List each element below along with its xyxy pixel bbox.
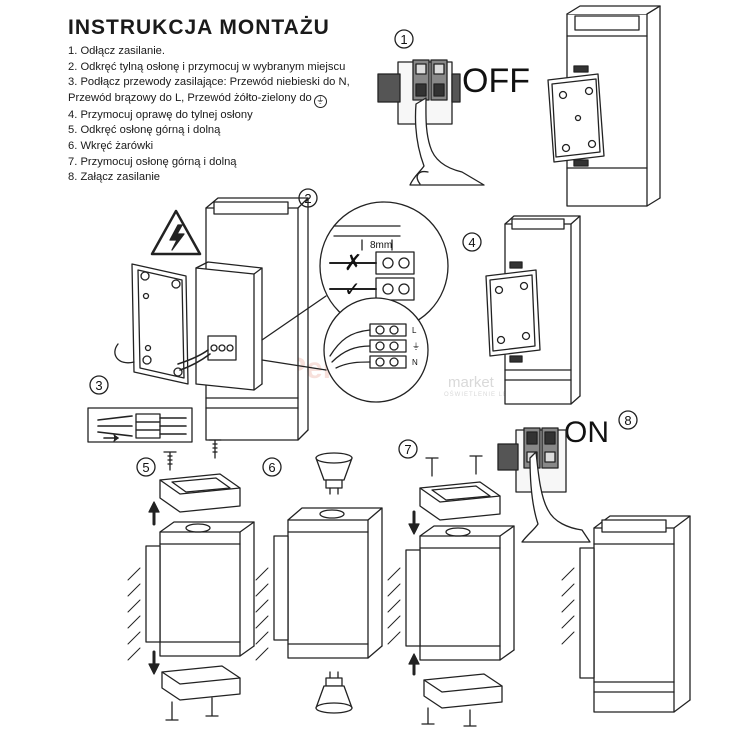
terminal-n-label: N [412, 358, 418, 367]
figure-4: 4 [462, 215, 581, 405]
figure-number-4: 4 [468, 235, 475, 250]
gu10-bulb-icon [315, 452, 353, 495]
terminal-detail: L ⏚ N [323, 297, 429, 403]
figure-1: 1 OFF [377, 5, 661, 207]
back-plate-fig1 [547, 65, 605, 167]
step-3-continued: Przewód brązowy do L, Przewód żółto-ziel… [68, 91, 350, 108]
arrow-down-icon [408, 510, 420, 535]
figure-number-5: 5 [142, 460, 149, 475]
arrow-up-icon [148, 501, 160, 526]
figure-5: 5 [127, 439, 255, 721]
figure-number-3: 3 [95, 378, 102, 393]
step-5: 5. Odkręć osłonę górną i dolną [68, 124, 221, 137]
watermark-brand-suffix: market [448, 374, 494, 391]
page-title: INSTRUKCJA MONTAŻU [68, 16, 330, 39]
figure-3: 3 [87, 375, 193, 443]
hand-icon [409, 97, 485, 186]
instruction-steps: 1. Odłącz zasilanie. 2. Odkręć tylną osł… [68, 44, 350, 186]
ground-symbol-icon: ⏚ [412, 342, 420, 351]
figure-number-6: 6 [268, 460, 275, 475]
back-plate-fig2 [114, 263, 189, 385]
step-4: 4. Przymocuj oprawę do tylnej osłony [68, 108, 253, 121]
figure-7: 7 [387, 439, 515, 727]
figure-number-8: 8 [624, 413, 631, 428]
gu10-bulb-icon [315, 671, 353, 714]
hand-icon [521, 451, 591, 543]
step-8: 8. Załącz zasilanie [68, 171, 161, 184]
step-3-continued-text: Przewód brązowy do L, Przewód żółto-ziel… [68, 91, 312, 104]
figure-number-7: 7 [404, 442, 411, 457]
high-voltage-warning-icon [150, 209, 202, 256]
ground-symbol-icon: ⏚ [313, 94, 327, 108]
lamp-body-fig2 [177, 197, 309, 441]
figure-2: 2 [114, 188, 318, 441]
wire-strip-detail: 8mm ✗ ✓ [319, 201, 449, 331]
terminal-l-label: L [412, 326, 417, 335]
step-3: 3. Podłącz przewody zasilające: Przewód … [68, 76, 350, 89]
figure-number-1-circle [394, 29, 414, 49]
on-label: ON [564, 416, 609, 449]
wrong-cross-icon: ✗ [344, 250, 362, 275]
step-1: 1. Odłącz zasilanie. [68, 45, 166, 57]
step-7: 7. Przymocuj osłonę górną i dolną [68, 155, 237, 168]
breaker-switch [377, 59, 461, 125]
screw-icon [163, 439, 222, 471]
step-6: 6. Wkręć żarówki [68, 139, 154, 152]
figure-6: 6 [255, 452, 383, 714]
figure-8: 8 ON [497, 410, 691, 713]
watermark-tagline: OŚWIETLENIE LED [444, 392, 514, 398]
correct-check-icon: ✓ [344, 279, 361, 301]
off-label: OFF [462, 62, 530, 100]
arrow-down-icon [148, 650, 160, 675]
strip-length-label: 8mm [370, 240, 392, 251]
figure-number-1: 1 [400, 32, 407, 47]
arrow-up-icon [408, 653, 420, 676]
step-2: 2. Odkręć tylną osłonę i przymocuj w wyb… [68, 60, 346, 73]
